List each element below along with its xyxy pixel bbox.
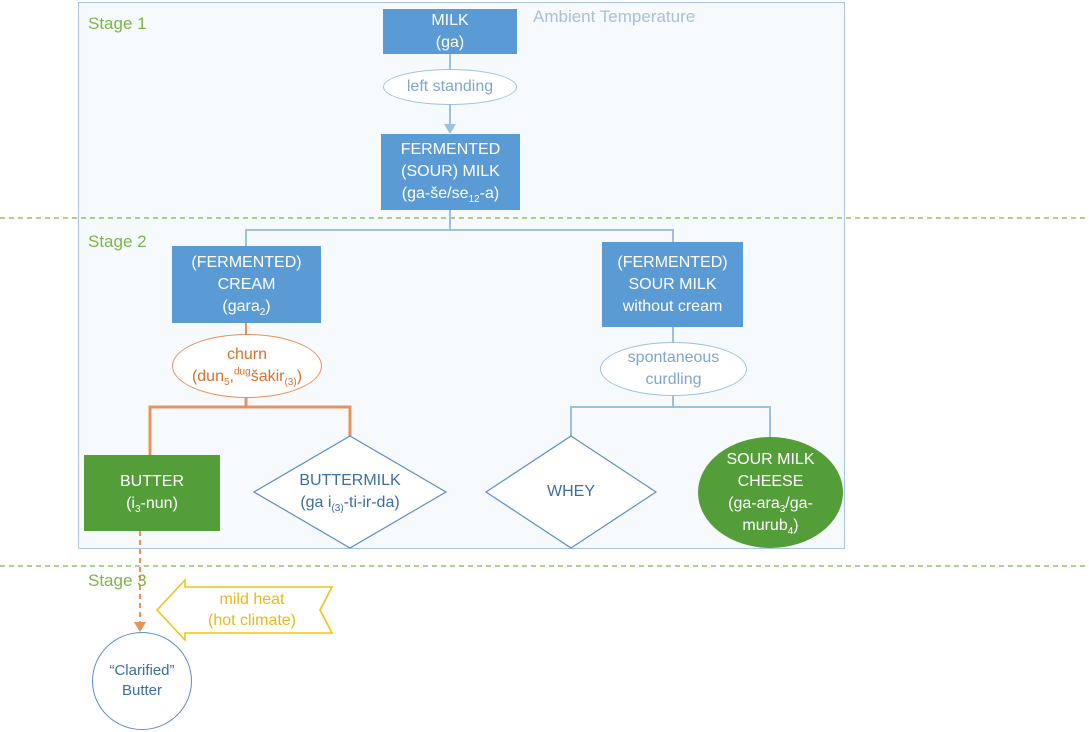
sour-milk-line3: without cream <box>622 297 723 315</box>
cheese-line2: CHEESE <box>737 472 804 490</box>
sour-milk-line1: (FERMENTED) <box>617 253 728 271</box>
clarified-line2: Butter <box>121 682 163 699</box>
left-standing-node: left standing <box>383 69 517 105</box>
sour-milk-cheese-node: SOUR MILK CHEESE (ga-ara3/ga- murub4) <box>698 437 843 548</box>
connector-curdling-whey <box>570 396 674 437</box>
stage-2-label: Stage 2 <box>88 232 147 251</box>
mild-heat-label: mild heat (hot climate) <box>207 591 297 629</box>
buttermilk-label: BUTTERMILK <box>299 472 401 489</box>
connector-fermented-cream <box>245 210 451 246</box>
spontaneous-curdling-node: spontaneous curdling <box>600 342 747 396</box>
butter-term: (i3-nun) <box>126 495 178 516</box>
connector-fermented-sour-milk <box>450 229 674 242</box>
ambient-temperature-label: Ambient Temperature <box>533 7 696 26</box>
churn-label: churn <box>226 346 268 363</box>
fermented-milk-node: FERMENTED (SOUR) MILK (ga-še/se12-a) <box>381 134 520 210</box>
connector-churn-buttermilk <box>246 405 352 437</box>
left-standing-label: left standing <box>406 78 494 95</box>
milk-node: MILK (ga) <box>383 9 517 54</box>
curdling-line2: curdling <box>645 371 702 388</box>
clarified-butter-node: “Clarified” Butter <box>92 632 192 730</box>
churn-node: churn (dun5,dugšakir(3)) <box>172 334 322 398</box>
cream-line1: (FERMENTED) <box>191 253 302 271</box>
curdling-line1: spontaneous <box>627 349 720 366</box>
butter-label: BUTTER <box>120 473 184 490</box>
sour-milk-without-cream-node: (FERMENTED) SOUR MILK without cream <box>602 242 743 327</box>
sour-milk-line2: SOUR MILK <box>628 275 717 293</box>
cheese-term-1: (ga-ara3/ga- <box>728 494 813 515</box>
cream-line2: CREAM <box>217 275 276 293</box>
whey-node: WHEY <box>486 480 656 504</box>
buttermilk-term: (ga i(3)-ti-ir-da) <box>300 494 400 515</box>
fermented-milk-line1: FERMENTED <box>400 141 501 158</box>
stage-3-label: Stage 3 <box>88 571 147 590</box>
cheese-term-2: murub4) <box>742 516 799 537</box>
cheese-line1: SOUR MILK <box>726 450 815 468</box>
connector-curdling-cheese <box>673 406 771 437</box>
whey-diamond <box>484 435 658 549</box>
connector-churn-butter <box>148 398 248 455</box>
buttermilk-node: BUTTERMILK (ga i(3)-ti-ir-da) <box>254 466 446 518</box>
fermented-milk-term: (ga-še/se12-a) <box>401 185 500 206</box>
clarified-line1: “Clarified” <box>109 662 175 679</box>
fermented-milk-line2: (SOUR) MILK <box>401 163 500 180</box>
stage-1-label: Stage 1 <box>88 14 147 33</box>
whey-label: WHEY <box>547 483 595 500</box>
cream-term: (gara2) <box>222 297 271 318</box>
milk-label: MILK <box>431 11 469 29</box>
buttermilk-diamond <box>252 435 448 549</box>
arrowhead-to-fermented <box>444 124 456 134</box>
milk-term: (ga) <box>435 33 465 51</box>
butter-node: BUTTER (i3-nun) <box>84 455 220 531</box>
churn-term: (dun5,dugšakir(3)) <box>191 366 303 389</box>
cream-node: (FERMENTED) CREAM (gara2) <box>172 246 321 323</box>
arrowhead-to-clarified <box>134 622 146 632</box>
mild-heat-arrow <box>155 577 334 643</box>
